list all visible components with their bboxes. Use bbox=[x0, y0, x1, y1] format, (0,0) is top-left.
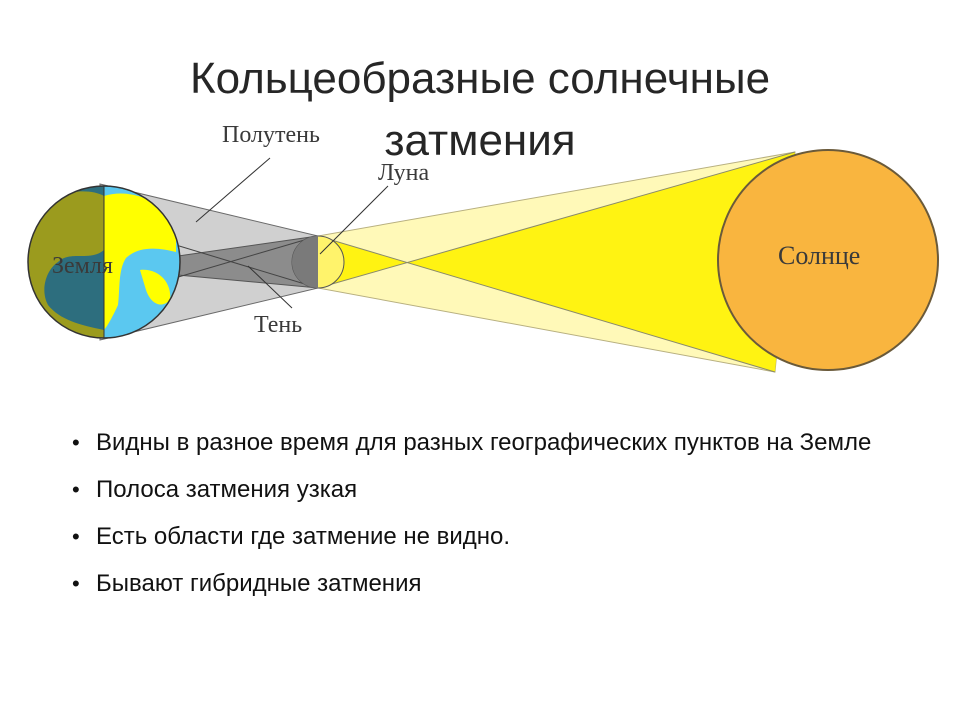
penumbra-label: Полутень bbox=[222, 122, 320, 148]
bullet-item: • Бывают гибридные затмения bbox=[70, 567, 890, 600]
bullet-item: • Полоса затмения узкая bbox=[70, 473, 890, 506]
moon-label: Луна bbox=[378, 160, 430, 186]
bullet-list: • Видны в разное время для разных геогра… bbox=[70, 426, 890, 614]
earth-label: Земля bbox=[52, 253, 113, 279]
page-title: Кольцеобразные солнечные затмения bbox=[0, 48, 960, 172]
shadow-label: Тень bbox=[254, 312, 302, 338]
title-line-2: затмения bbox=[384, 116, 576, 165]
bullet-text: Видны в разное время для разных географи… bbox=[96, 429, 872, 456]
penumbra-leader bbox=[195, 157, 271, 223]
bullet-dot: • bbox=[72, 477, 80, 502]
bullet-dot: • bbox=[72, 571, 80, 596]
eclipse-diagram: Полутень Луна Земля Тень Солнце bbox=[27, 122, 939, 373]
inner-light-cone bbox=[318, 152, 795, 372]
shadow-leader bbox=[247, 265, 293, 309]
earth-shape bbox=[27, 185, 181, 339]
moon-shape bbox=[291, 235, 345, 289]
bullet-dot: • bbox=[72, 430, 80, 455]
bullet-text: Полоса затмения узкая bbox=[96, 476, 358, 503]
moon-leader bbox=[319, 185, 389, 255]
bullet-item: • Видны в разное время для разных геогра… bbox=[70, 426, 890, 459]
bullet-text: Есть области где затмение не видно. bbox=[96, 523, 511, 550]
bullet-item: • Есть области где затмение не видно. bbox=[70, 520, 890, 553]
bullet-dot: • bbox=[72, 524, 80, 549]
title-line-1: Кольцеобразные солнечные bbox=[189, 54, 771, 103]
sun-label: Солнце bbox=[778, 241, 860, 270]
bullet-text: Бывают гибридные затмения bbox=[96, 570, 422, 597]
sun-shape bbox=[717, 149, 939, 371]
